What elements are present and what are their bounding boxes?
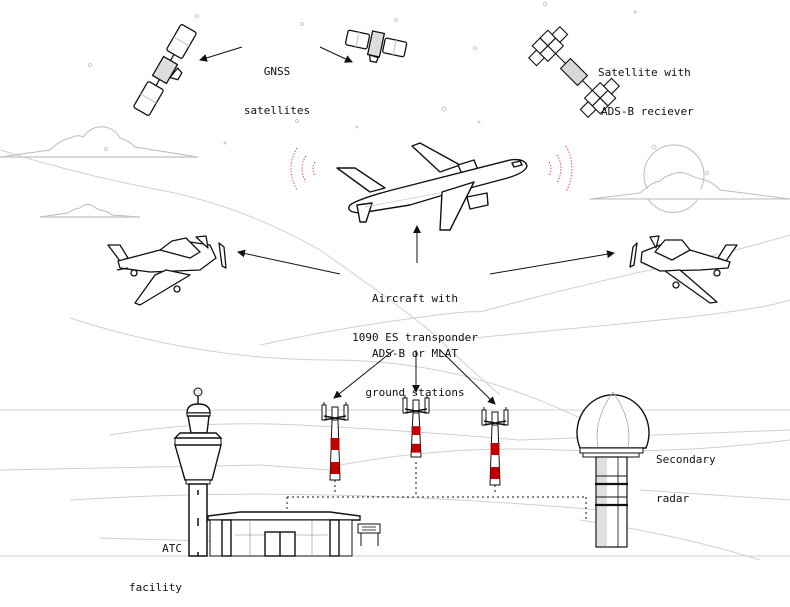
cloud-left-large (0, 126, 199, 158)
stars (88, 2, 709, 175)
label-radar-line2: radar (656, 492, 690, 505)
signal-waves-right (548, 145, 573, 193)
label-satellite-line1: Satellite with (598, 66, 691, 79)
label-radar-line1: Secondary (656, 453, 716, 466)
label-atc-facility: ATC facility (100, 516, 182, 607)
label-gnss-satellites: GNSS satellites (232, 39, 322, 130)
label-gnss-line2: satellites (243, 104, 311, 117)
arrow-gnss-right (319, 46, 353, 63)
tower-red-band (411, 426, 421, 435)
label-ground-line2: ground stations (365, 386, 465, 399)
cloud-left-small (39, 203, 141, 218)
small-plane-right (629, 235, 738, 304)
label-ground-line1: ADS-B or MLAT (371, 347, 459, 360)
adsb-diagram (0, 2, 790, 561)
label-atc-line1: ATC (162, 542, 182, 555)
arrow-aircraft-right (489, 250, 615, 275)
tower-red-band (490, 467, 500, 479)
gnss-satellite-left (133, 24, 197, 116)
atc-building (207, 511, 381, 557)
tower-red-band (330, 462, 340, 474)
arrow-ground-3 (439, 349, 496, 405)
label-atc-line2: facility (129, 581, 182, 594)
dotted-connections (286, 462, 587, 522)
signal-waves-left (290, 147, 316, 191)
tower-red-band (411, 443, 421, 453)
label-ground-stations: ADS-B or MLAT ground stations (340, 321, 490, 412)
small-plane-left (107, 235, 227, 306)
arrow-ground-1 (333, 349, 395, 399)
adsb-satellite (527, 25, 621, 119)
ground-station-2 (402, 395, 430, 458)
tower-red-band (330, 438, 340, 450)
atc-tower (173, 387, 223, 557)
arrow-aircraft-left (237, 249, 341, 275)
label-aircraft-line1: Aircraft with (371, 292, 459, 305)
arrow-gnss-left (199, 46, 243, 62)
tower-red-band (490, 443, 500, 455)
secondary-radar (576, 391, 650, 548)
arrows (199, 46, 615, 405)
ground-station-3 (481, 407, 509, 486)
label-aircraft-line2: 1090 ES transponder (352, 331, 478, 344)
label-aircraft-transponder: Aircraft with 1090 ES transponder (325, 266, 505, 357)
gnss-satellite-right (344, 29, 408, 64)
label-satellite-adsb: Satellite with ADS-B reciever (598, 40, 728, 131)
sun-cloud-right (589, 144, 790, 219)
ground-station-1 (321, 402, 349, 481)
jet-aircraft (336, 142, 528, 231)
label-satellite-line2: ADS-B reciever (601, 105, 694, 118)
label-secondary-radar: Secondary radar (656, 427, 746, 518)
label-gnss-line1: GNSS (263, 65, 291, 78)
